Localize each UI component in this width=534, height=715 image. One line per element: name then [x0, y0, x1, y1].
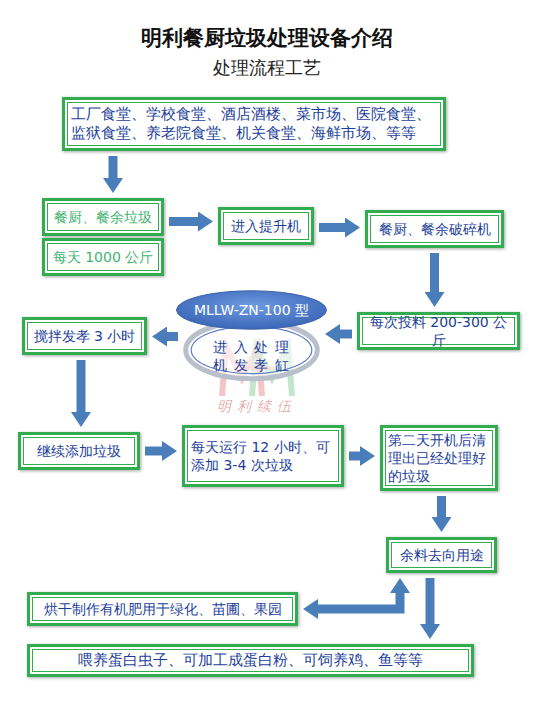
- process-box: 每天运行 12 小时、可 添加 3-4 次垃圾: [182, 425, 344, 487]
- node-text: 搅拌发孝 3 小时: [34, 327, 136, 345]
- flow-arrow: [437, 496, 446, 517]
- process-box: 第二天开机后清 理出已经处理好 的垃圾: [380, 425, 498, 491]
- flow-arrow: [430, 253, 439, 292]
- node-text: 第二天开机后清 理出已经处理好 的垃圾: [388, 431, 490, 486]
- flow-arrow: [169, 217, 198, 226]
- flow-arrow: [349, 452, 360, 461]
- node-text: 每天 1000 公斤: [53, 248, 154, 266]
- process-box: 每天 1000 公斤: [42, 238, 164, 276]
- node-text: 每天运行 12 小时、可 添加 3-4 次垃圾: [191, 438, 335, 474]
- node-text: 进 入 处 理 机 发 孝 缸: [209, 338, 294, 374]
- diagram-title: 明利餐厨垃圾处理设备介绍: [0, 24, 534, 52]
- use-box: 喂养蛋白虫子、可加工成蛋白粉、可饲养鸡、鱼等等: [27, 644, 474, 677]
- flow-arrow: [318, 593, 400, 609]
- process-box: 进入提升机: [218, 207, 314, 245]
- node-text: 喂养蛋白虫子、可加工成蛋白粉、可饲养鸡、鱼等等: [78, 651, 423, 671]
- process-box: 搅拌发孝 3 小时: [22, 317, 147, 355]
- process-box: 餐厨、餐余破碎机: [365, 210, 504, 248]
- model-ellipse: MLLW-ZN-100 型: [175, 290, 328, 330]
- node-text: 进入提升机: [231, 217, 301, 235]
- process-box: 继续添加垃圾: [18, 432, 140, 470]
- flow-arrow: [109, 156, 118, 178]
- flow-arrow: [426, 578, 435, 624]
- node-text: 每次投料 200-300 公斤: [366, 313, 511, 349]
- node-text: 餐厨、餐余破碎机: [379, 220, 491, 238]
- node-text: 餐厨、餐余垃圾: [54, 208, 152, 226]
- flow-arrow: [167, 332, 178, 341]
- oval-inner-ring: [191, 326, 312, 373]
- flow-arrow: [340, 330, 352, 339]
- oval-ring: [186, 321, 318, 379]
- node-text: 烘干制作有机肥用于绿化、苗圃、果园: [44, 600, 282, 618]
- node-text: 继续添加垃圾: [37, 442, 121, 460]
- process-box: 餐厨、餐余垃圾: [42, 198, 164, 236]
- node-text: 工厂食堂、学校食堂、酒店酒楼、菜市场、医院食堂、 监狱食堂、养老院食堂、机关食堂…: [71, 105, 437, 144]
- node-text: 余料去向用途: [400, 546, 484, 564]
- process-box: 每次投料 200-300 公斤: [357, 312, 520, 350]
- ellipse-fill: [177, 291, 327, 329]
- subtitle: 处理流程工艺: [0, 56, 534, 80]
- process-box: 余料去向用途: [386, 537, 497, 573]
- flow-arrow: [77, 360, 86, 412]
- use-box: 烘干制作有机肥用于绿化、苗圃、果园: [27, 592, 298, 626]
- watermark: 明利续伍: [212, 398, 302, 416]
- node-text: MLLW-ZN-100 型: [194, 301, 309, 319]
- flow-arrow: [145, 447, 162, 456]
- source-box: 工厂食堂、学校食堂、酒店酒楼、菜市场、医院食堂、 监狱食堂、养老院食堂、机关食堂…: [62, 97, 446, 151]
- flow-arrow: [319, 223, 345, 232]
